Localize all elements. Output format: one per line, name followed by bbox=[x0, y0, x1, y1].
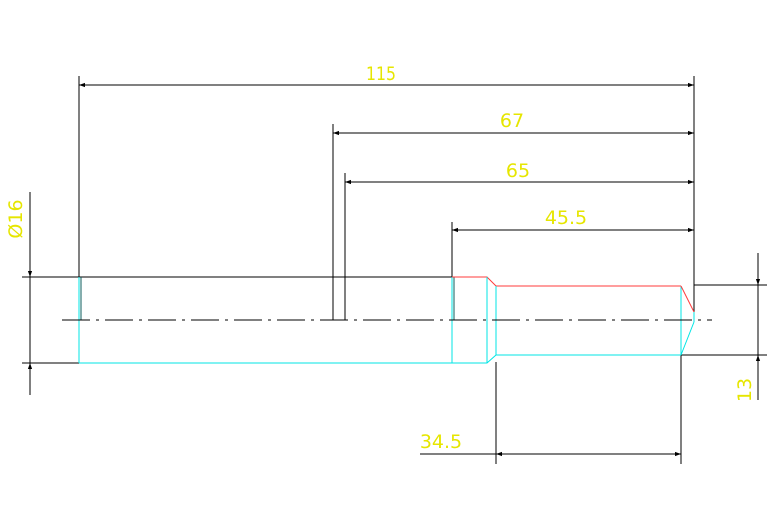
transition-bottom-edge bbox=[452, 354, 681, 364]
dim-text-67: 67 bbox=[500, 110, 524, 132]
extension-lines bbox=[22, 76, 767, 464]
dim-text-65: 65 bbox=[506, 160, 530, 182]
dim-text-34-5: 34.5 bbox=[420, 431, 462, 453]
dim-text-diameter-13: 13 bbox=[734, 378, 756, 402]
right-chamfer-top bbox=[680, 285, 695, 313]
part-outline bbox=[78, 276, 695, 364]
right-chamfer-bottom bbox=[680, 321, 695, 356]
dim-text-115: 115 bbox=[366, 63, 396, 85]
dim-text-45-5: 45.5 bbox=[545, 207, 587, 229]
dim-text-diameter-16: Ø16 bbox=[5, 199, 27, 238]
dimension-lines bbox=[27, 82, 761, 457]
transition-top-edge bbox=[452, 276, 681, 287]
